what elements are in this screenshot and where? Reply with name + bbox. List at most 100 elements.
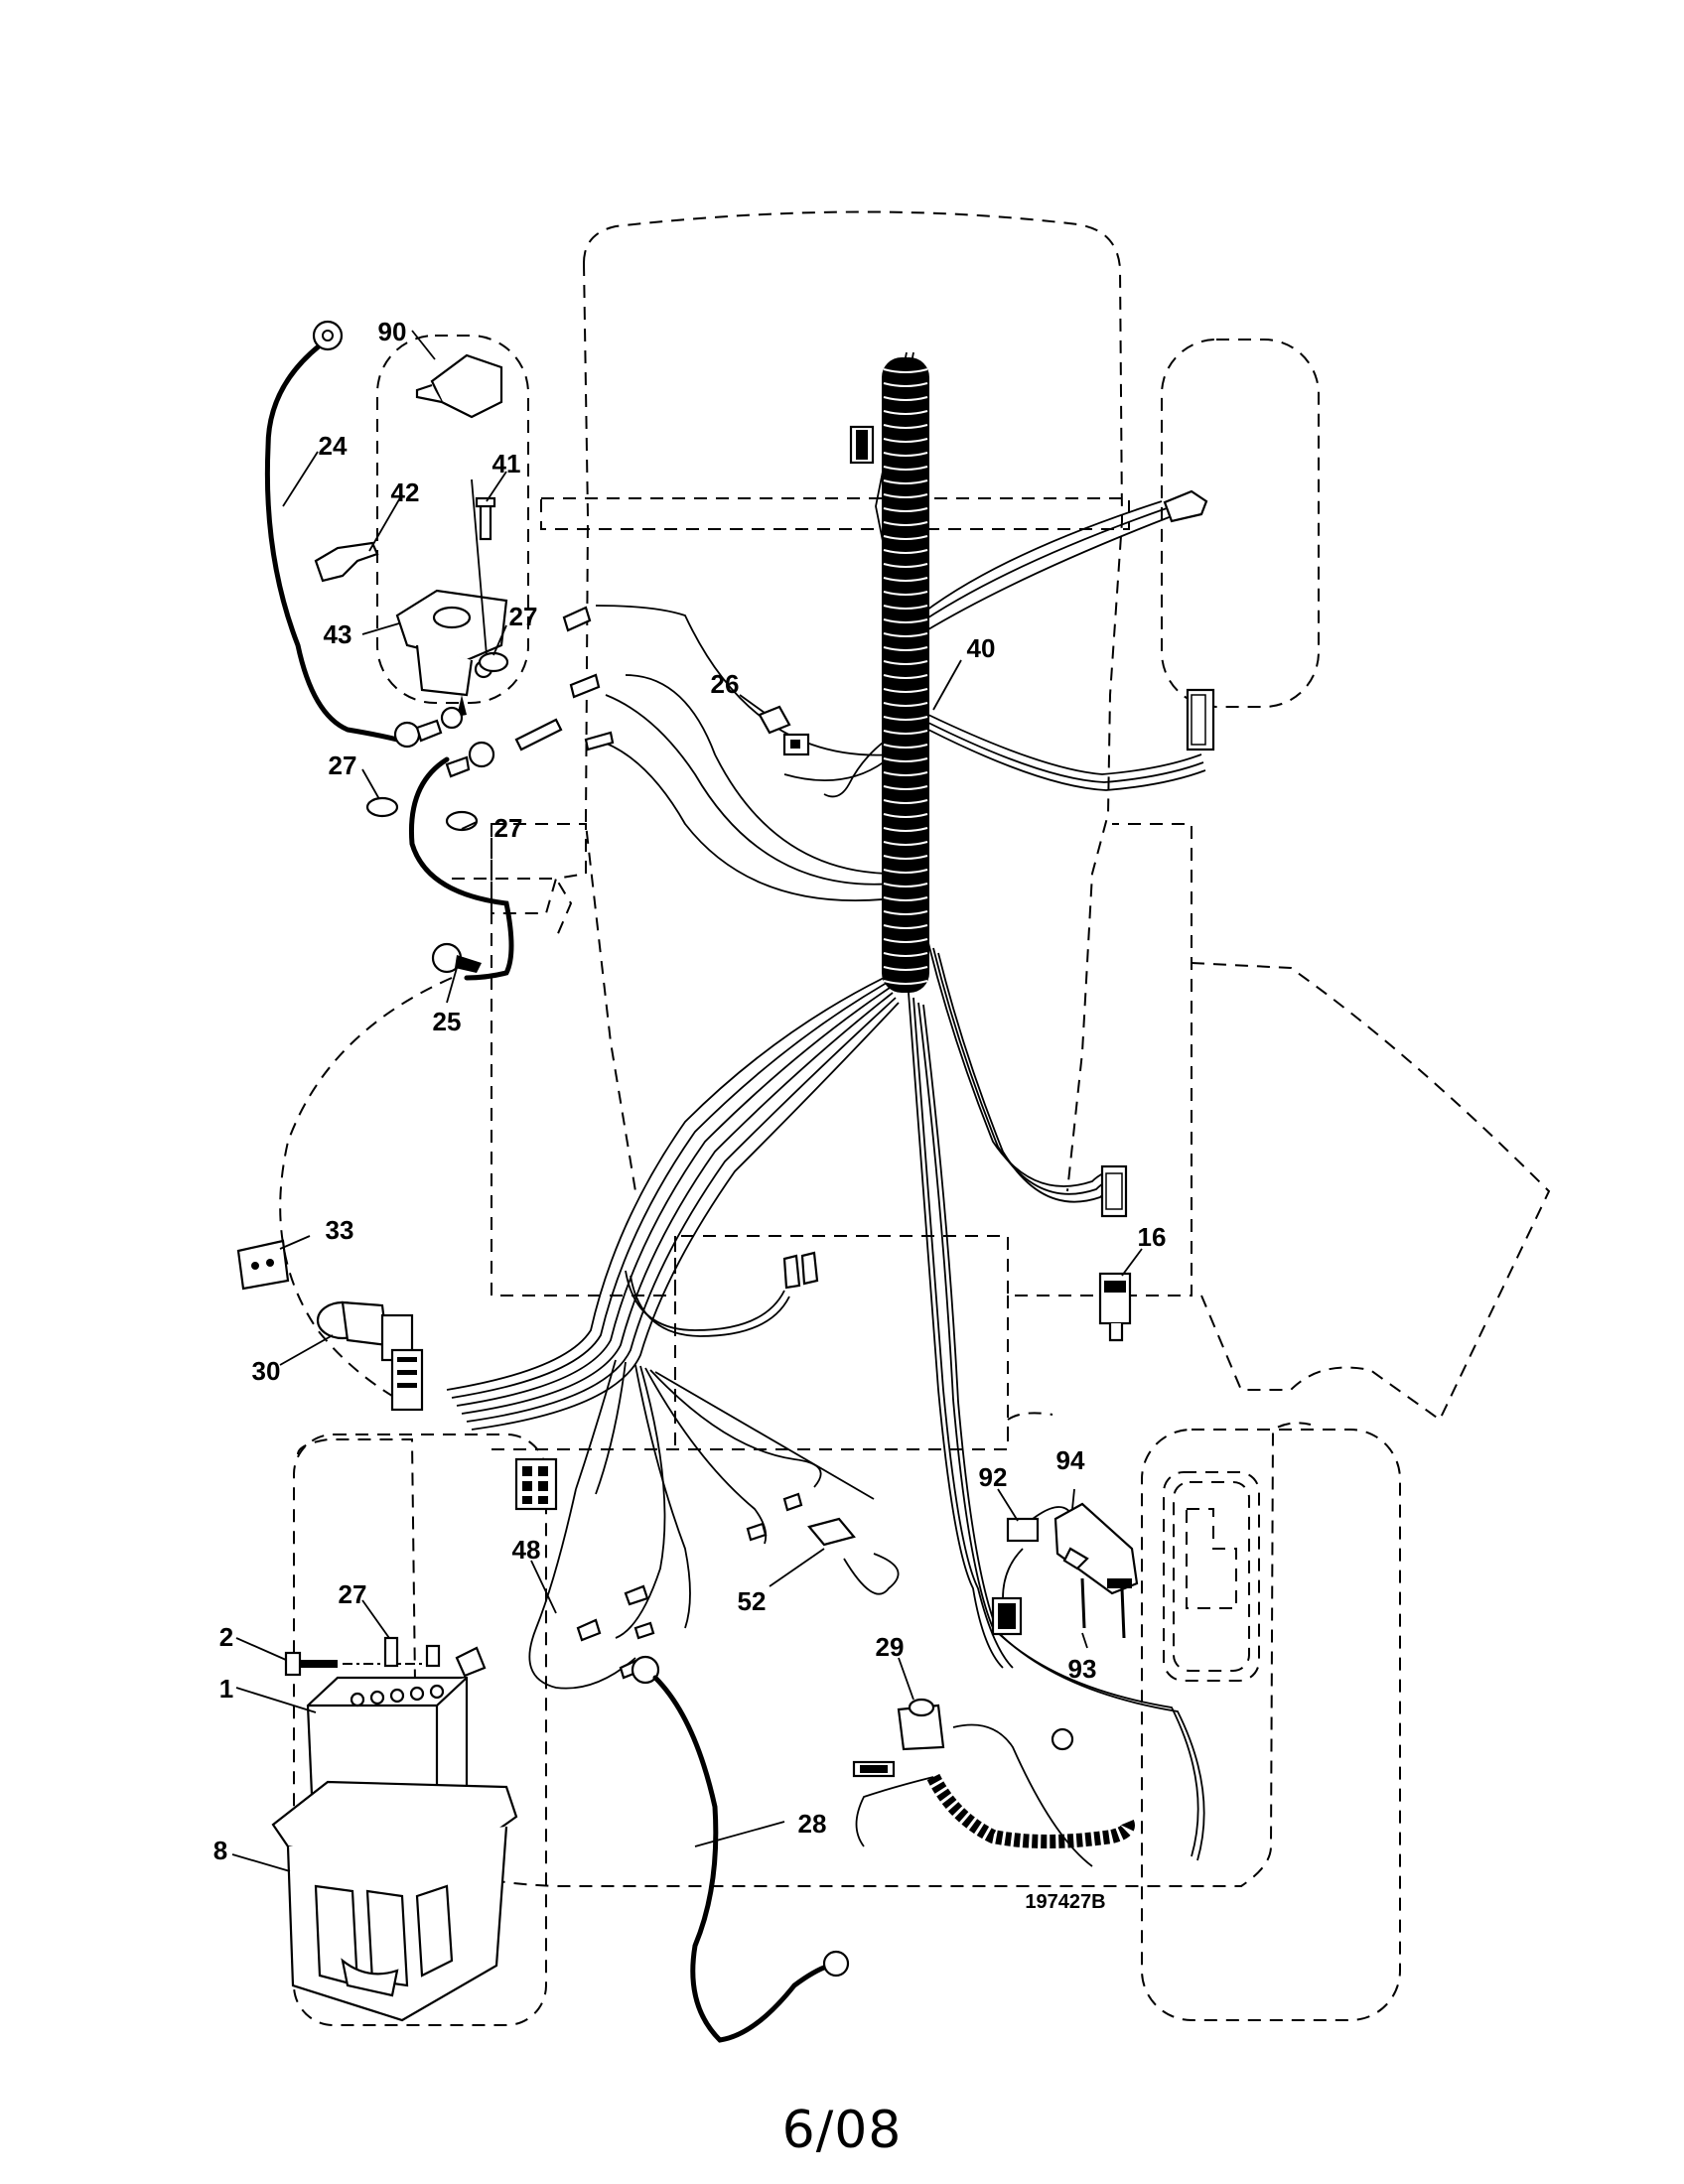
part-26-connectors bbox=[758, 705, 810, 756]
part-90-key bbox=[415, 353, 503, 419]
coil-ring bbox=[883, 368, 928, 373]
leader-lines bbox=[231, 330, 1143, 1872]
callout-27-left-nut: 27 bbox=[329, 751, 357, 780]
coil-ring bbox=[883, 479, 928, 484]
coil-cord bbox=[926, 1727, 1135, 1848]
coil-ring bbox=[883, 382, 928, 387]
part-27-nut-c bbox=[445, 810, 479, 832]
coil-ring bbox=[883, 744, 928, 749]
callout-1: 1 bbox=[219, 1674, 233, 1704]
coil-ring bbox=[883, 424, 928, 429]
part-16-switch bbox=[1098, 1272, 1132, 1342]
coil-ring bbox=[883, 799, 928, 804]
part-24-cable bbox=[264, 320, 400, 743]
coil-ring bbox=[883, 591, 928, 596]
coil-ring bbox=[883, 535, 928, 540]
seat-switch-area-inner bbox=[1173, 1481, 1250, 1672]
coil-ring bbox=[883, 980, 928, 985]
coil-ring bbox=[883, 521, 928, 526]
chassis-outline bbox=[491, 823, 1193, 1297]
part-94-seat-switch bbox=[1053, 1502, 1139, 1595]
coil-ring bbox=[883, 841, 928, 846]
part-52-fuse-holder bbox=[807, 1517, 856, 1547]
coil-ring bbox=[883, 605, 928, 610]
callout-26: 26 bbox=[711, 669, 740, 699]
footer-date: 6/08 bbox=[781, 2101, 903, 2160]
callout-24: 24 bbox=[319, 431, 348, 461]
coil-ring bbox=[883, 674, 928, 679]
callout-40: 40 bbox=[967, 633, 996, 663]
coil-ring bbox=[883, 466, 928, 471]
coil-ring bbox=[883, 632, 928, 637]
coil-ring bbox=[883, 938, 928, 943]
callout-52: 52 bbox=[738, 1586, 767, 1616]
coil-ring bbox=[883, 785, 928, 790]
callout-41: 41 bbox=[492, 449, 521, 478]
coil-ring bbox=[883, 869, 928, 874]
front-axle-outline bbox=[540, 497, 1130, 530]
callout-90: 90 bbox=[378, 317, 407, 346]
battery-hardware bbox=[284, 1636, 487, 1678]
coil-ring bbox=[883, 646, 928, 651]
right-side-connector bbox=[1186, 688, 1215, 751]
coil-ring bbox=[883, 563, 928, 568]
part-28-cable bbox=[631, 1655, 850, 2043]
coil-ring bbox=[883, 813, 928, 818]
chassis-crossbar bbox=[674, 1236, 1009, 1449]
rear-left-wheel-outline bbox=[293, 1433, 547, 2026]
part-92-switch bbox=[991, 1517, 1040, 1636]
coil-ring bbox=[883, 618, 928, 623]
drawing-number: 197427B bbox=[1025, 1891, 1105, 1913]
front-right-wheel-outline bbox=[1161, 339, 1320, 708]
hood-connector bbox=[849, 425, 875, 465]
coil-ring bbox=[883, 757, 928, 762]
callout-93: 93 bbox=[1068, 1654, 1097, 1684]
callout-43: 43 bbox=[324, 619, 352, 649]
harness-conduit-coil bbox=[882, 357, 929, 993]
callout-92: 92 bbox=[979, 1462, 1008, 1492]
part-42-boot bbox=[314, 541, 379, 583]
part-29-switch bbox=[852, 1698, 945, 1778]
callout-27-solenoid: 27 bbox=[509, 602, 538, 631]
rear-terminals bbox=[576, 1251, 819, 1680]
coil-ring bbox=[883, 952, 928, 957]
part-27-nut-a bbox=[478, 651, 509, 673]
callout-29: 29 bbox=[876, 1632, 905, 1662]
callout-28: 28 bbox=[798, 1809, 827, 1839]
callout-30: 30 bbox=[252, 1356, 281, 1386]
callout-27-right-nut: 27 bbox=[494, 813, 523, 843]
coil-ring bbox=[883, 507, 928, 512]
coil-ring bbox=[883, 549, 928, 554]
coil-ring bbox=[883, 855, 928, 860]
solenoid-lugs bbox=[393, 606, 615, 778]
callout-33: 33 bbox=[326, 1215, 354, 1245]
coil-ring bbox=[883, 660, 928, 665]
right-fender-outline bbox=[1191, 962, 1551, 1422]
callout-labels: 90 24 42 41 43 27 27 27 25 26 40 33 30 1… bbox=[213, 317, 1167, 1913]
seat-switch-area-outline bbox=[1163, 1471, 1260, 1682]
headlight-connector bbox=[1163, 489, 1208, 523]
tractor-outline bbox=[279, 210, 1551, 2026]
coil-ring bbox=[883, 702, 928, 707]
hood-left-edge bbox=[583, 262, 636, 1192]
callout-8: 8 bbox=[213, 1836, 227, 1865]
rear-body-outline bbox=[491, 1412, 1053, 1450]
part-8-battery-tray bbox=[271, 1780, 518, 2022]
part-41-screw bbox=[475, 496, 496, 541]
part-93-screws bbox=[1080, 1577, 1126, 1639]
callout-16: 16 bbox=[1138, 1222, 1167, 1252]
coil-ring bbox=[883, 883, 928, 887]
rear-right-wheel-outline bbox=[1141, 1429, 1401, 2021]
coil-ring bbox=[883, 910, 928, 915]
front-left-wheel-outline bbox=[376, 335, 529, 704]
coil-ring bbox=[883, 771, 928, 776]
rear-right-connector bbox=[1100, 1164, 1128, 1218]
part-27-nut-b bbox=[365, 796, 399, 818]
coil-ring bbox=[883, 896, 928, 901]
part-25-cable bbox=[408, 756, 514, 981]
coil-ring bbox=[883, 410, 928, 415]
coil-ring bbox=[883, 438, 928, 443]
part-30-ignition-switch bbox=[316, 1300, 424, 1412]
coil-ring bbox=[883, 452, 928, 457]
